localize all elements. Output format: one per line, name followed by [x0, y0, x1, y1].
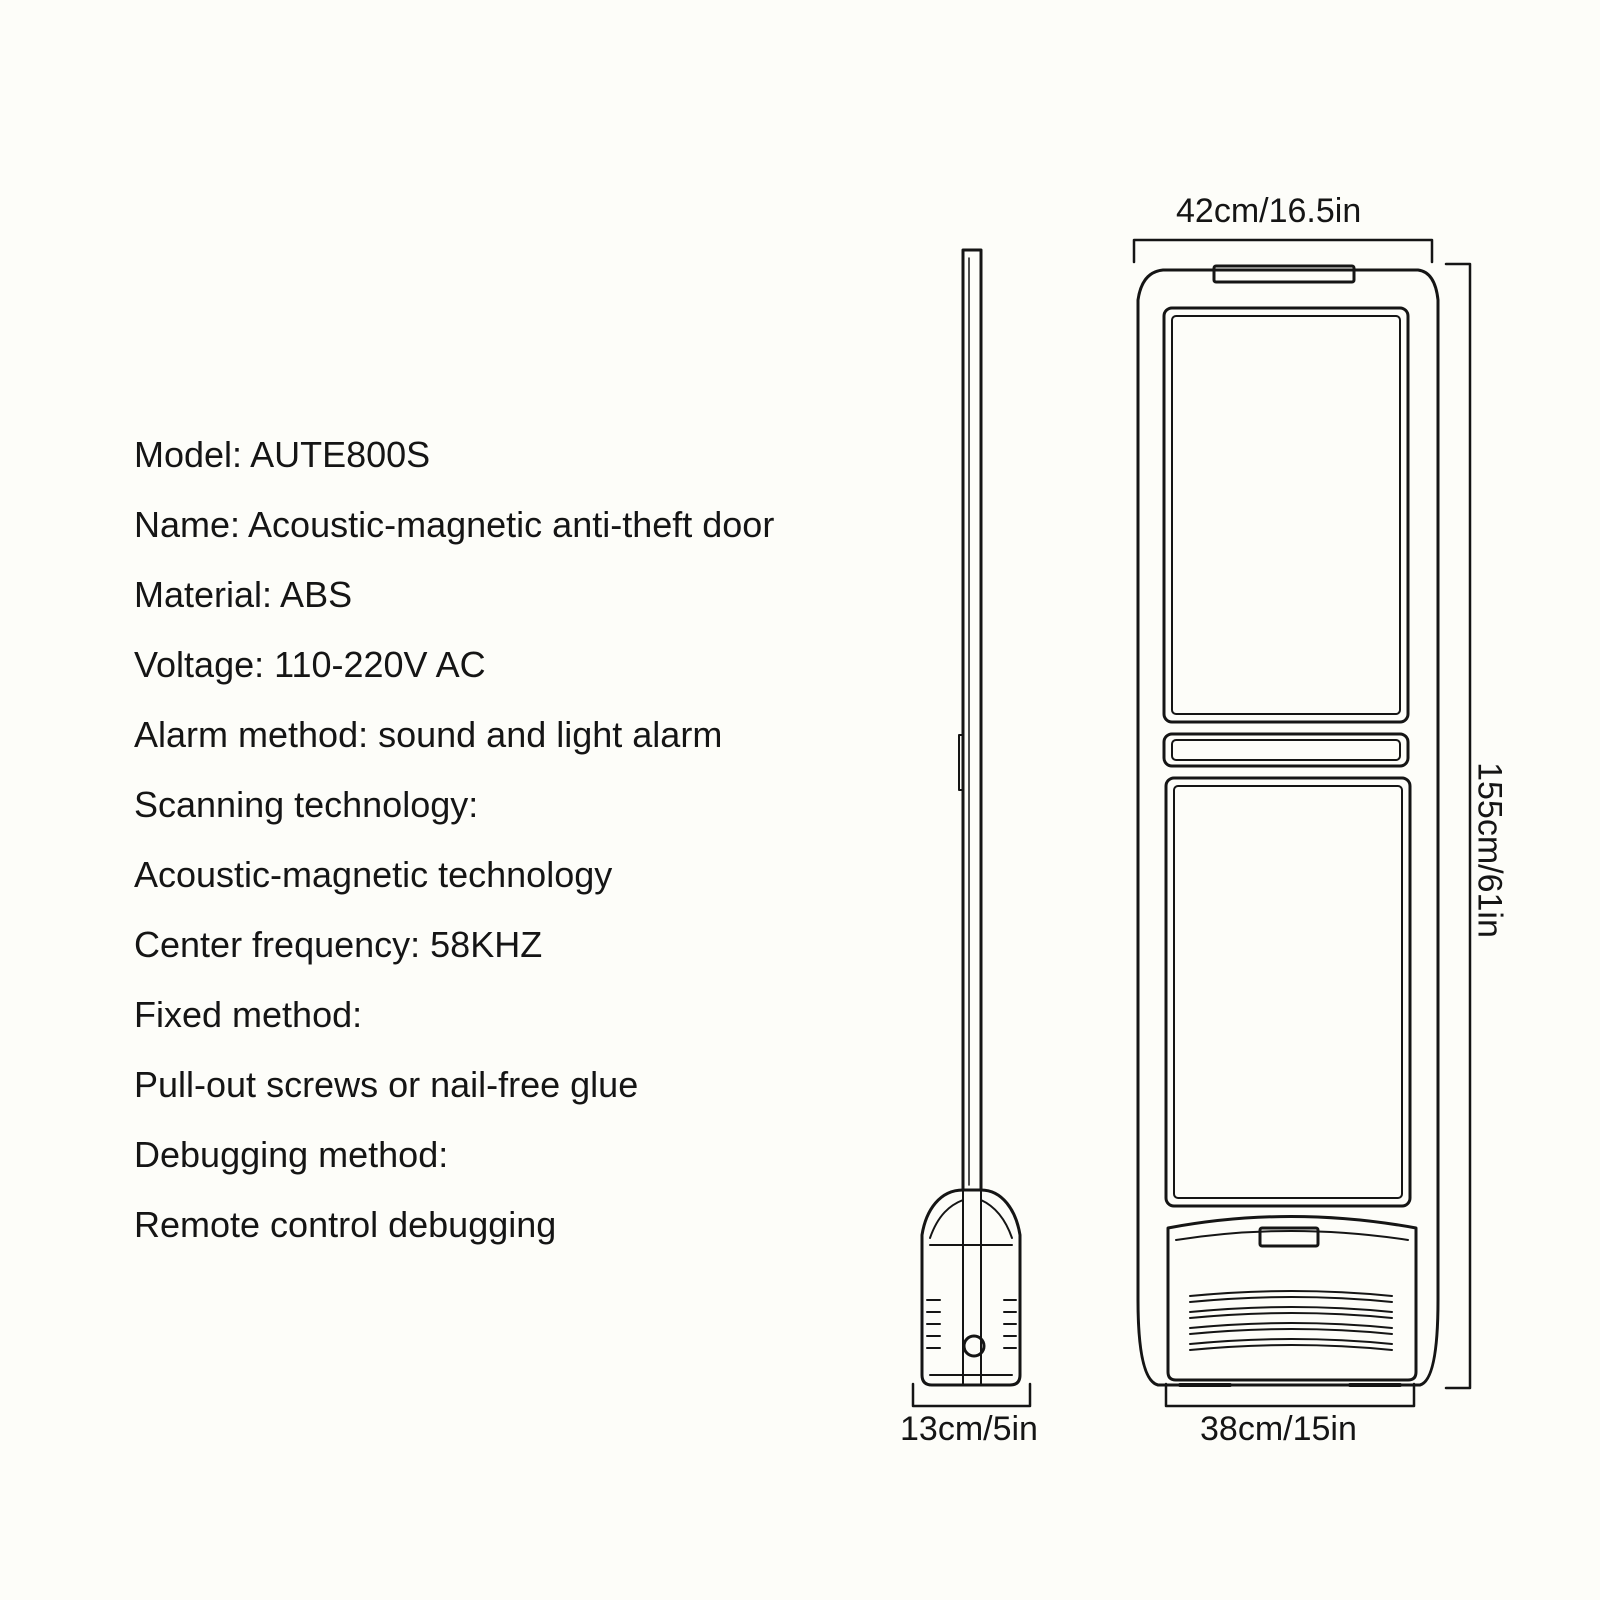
- dimension-height: 155cm/61in: [1470, 762, 1509, 938]
- side-view-knob: [962, 1334, 986, 1358]
- spec-alarm-method: Alarm method: sound and light alarm: [134, 714, 723, 755]
- spec-scanning-technology-value: Acoustic-magnetic technology: [134, 854, 613, 895]
- front-view-body: [1136, 268, 1440, 1387]
- front-view-middle-bar: [1162, 732, 1410, 768]
- spec-debugging-method-label: Debugging method:: [134, 1134, 449, 1175]
- front-view-base-window: [1258, 1226, 1320, 1248]
- front-view-upper-panel: [1162, 306, 1410, 724]
- spec-center-frequency: Center frequency: 58KHZ: [134, 924, 543, 965]
- front-view-grille: [1189, 1290, 1393, 1351]
- spec-name: Name: Acoustic-magnetic anti-theft door: [134, 504, 775, 545]
- spec-fixed-method-label: Fixed method:: [134, 994, 363, 1035]
- dimension-lines: [911, 238, 1472, 1408]
- spec-scanning-technology-label: Scanning technology:: [134, 784, 479, 825]
- spec-material: Material: ABS: [134, 574, 353, 615]
- dim-line-side: [911, 1382, 1032, 1408]
- dim-line-top: [1132, 238, 1434, 264]
- dim-line-height: [1444, 262, 1472, 1390]
- dimension-side-depth: 13cm/5in: [900, 1410, 1038, 1448]
- spec-voltage: Voltage: 110-220V AC: [134, 644, 486, 685]
- dimension-base-width: 38cm/15in: [1200, 1410, 1357, 1448]
- spec-fixed-method-value: Pull-out screws or nail-free glue: [134, 1064, 639, 1105]
- dim-line-base: [1164, 1382, 1416, 1408]
- side-view-base: [920, 1188, 1022, 1387]
- front-view: [1136, 264, 1440, 1387]
- spec-list: Model: AUTE800S Name: Acoustic-magnetic …: [134, 420, 774, 1260]
- spec-model: Model: AUTE800S: [134, 434, 431, 475]
- side-view: [920, 248, 1022, 1387]
- front-view-lower-panel: [1164, 776, 1412, 1208]
- front-view-base: [1166, 1215, 1418, 1382]
- side-view-pole: [961, 248, 983, 1192]
- front-view-top-slot: [1212, 264, 1356, 284]
- spec-debugging-method-value: Remote control debugging: [134, 1204, 557, 1245]
- dimension-width-top: 42cm/16.5in: [1176, 192, 1362, 230]
